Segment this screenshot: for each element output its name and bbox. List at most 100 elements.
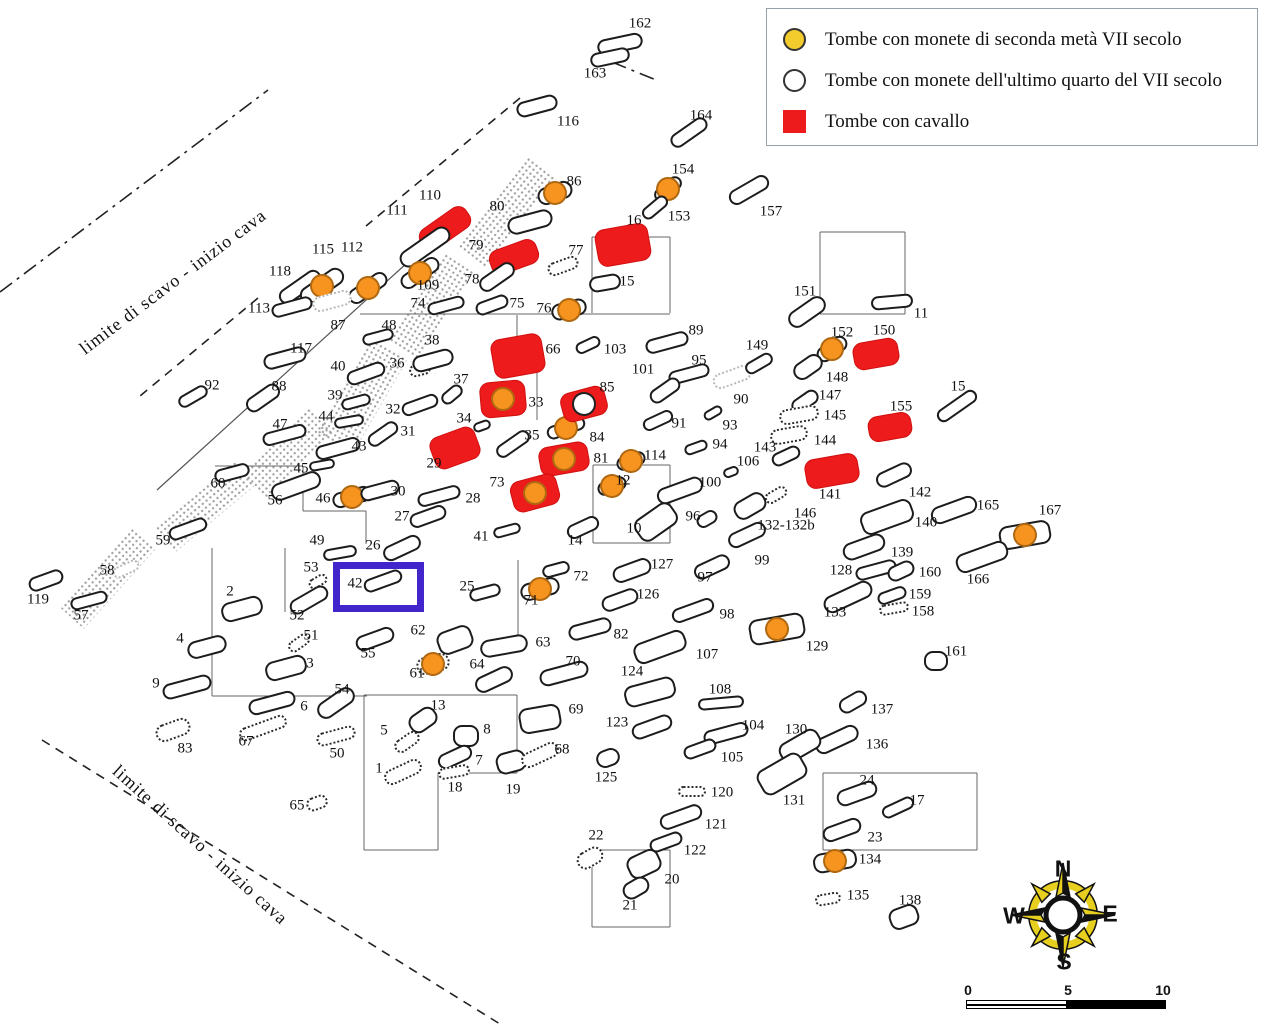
tomb-label: 109	[416, 277, 440, 294]
tomb-label: 7	[475, 752, 483, 769]
tomb-label: 107	[695, 646, 719, 663]
tomb-label: 8	[483, 721, 491, 738]
compass-south-label: S	[1056, 948, 1072, 975]
scale-tick-10: 10	[1155, 982, 1171, 998]
tomb-label: 40	[330, 358, 346, 375]
tomb-label: 116	[557, 113, 579, 130]
tomb-label: 96	[685, 508, 701, 525]
tomb-shape	[924, 651, 948, 671]
tomb-label: 56	[267, 492, 283, 509]
tomb-label: 147	[818, 387, 842, 404]
tomb-label: 100	[698, 474, 722, 491]
tomb-label: 3	[306, 655, 314, 672]
coin-dot-orange	[520, 478, 550, 508]
tomb-label: 122	[683, 842, 707, 859]
coin-dot-white	[569, 389, 599, 419]
tomb-label: 29	[426, 455, 442, 472]
tomb-label: 45	[293, 460, 309, 477]
tomb-label: 165	[976, 497, 1000, 514]
compass-east-label: E	[1102, 900, 1118, 927]
tomb-label: 103	[603, 341, 627, 358]
tomb-label: 101	[631, 361, 655, 378]
boundary-line	[139, 297, 259, 397]
tomb-label: 86	[566, 173, 582, 190]
tomb-label: 142	[908, 484, 932, 501]
legend-item: Tombe con monete di seconda metà VII sec…	[781, 19, 1257, 60]
tomb-label: 152	[830, 324, 854, 341]
tomb-label: 22	[588, 827, 604, 844]
tomb-label: 144	[813, 432, 837, 449]
tomb-label: 20	[664, 871, 680, 888]
tomb-label: 28	[465, 490, 481, 507]
tomb-label: 24	[859, 772, 875, 789]
tomb-label: 31	[400, 423, 416, 440]
tomb-label: 52	[289, 607, 305, 624]
coin-dot-orange	[550, 445, 578, 473]
tomb-label: 30	[390, 483, 406, 500]
tomb-label: 47	[272, 416, 288, 433]
tomb-label: 65	[289, 797, 305, 814]
tomb-label: 148	[825, 369, 849, 386]
tomb-label: 15	[619, 273, 635, 290]
tomb-label: 48	[381, 317, 397, 334]
coin-dot-orange	[489, 385, 517, 413]
tomb-label: 85	[599, 379, 615, 396]
tomb-label: 139	[890, 544, 914, 561]
tomb-label: 41	[473, 528, 489, 545]
tomb-label: 55	[360, 645, 376, 662]
tomb-label: 23	[867, 829, 883, 846]
tomb-label: 106	[736, 453, 760, 470]
tomb-label: 67	[238, 733, 254, 750]
tomb-label: 89	[688, 322, 704, 339]
tomb-shape	[678, 785, 706, 797]
boundary-line	[365, 97, 521, 227]
tomb-label: 11	[913, 305, 929, 322]
tomb-label: 70	[565, 653, 581, 670]
tomb-label: 68	[554, 741, 570, 758]
tomb-label: 26	[365, 537, 381, 554]
tomb-label: 51	[303, 627, 319, 644]
legend: Tombe con monete di seconda metà VII sec…	[766, 8, 1258, 146]
tomb-label: 98	[719, 606, 735, 623]
tomb-label: 111	[386, 202, 408, 219]
tomb-label: 2	[226, 583, 234, 600]
legend-item-label: Tombe con cavallo	[825, 110, 970, 132]
tomb-label: 138	[898, 892, 922, 909]
tomb-label: 27	[394, 508, 410, 525]
tomb-label: 117	[290, 340, 312, 357]
tomb-label: 93	[722, 417, 738, 434]
tomb-label: 12	[615, 472, 631, 489]
legend-item-label: Tombe con monete di seconda metà VII sec…	[825, 28, 1182, 50]
tomb-label: 74	[410, 295, 426, 312]
tomb-label: 32	[385, 401, 401, 418]
tomb-label: 131	[782, 792, 806, 809]
tomb-label: 112	[341, 239, 363, 256]
tomb-label: 58	[99, 562, 115, 579]
tomb-label: 123	[605, 714, 629, 731]
tomb-label: 81	[593, 450, 609, 467]
tomb-label: 10	[626, 520, 642, 537]
tomb-label: 75	[509, 295, 525, 312]
tomb-label: 124	[620, 663, 644, 680]
tomb-label: 62	[410, 622, 426, 639]
tomb-label: 130	[784, 721, 808, 738]
tomb-label: 141	[818, 486, 842, 503]
tomb-label: 155	[889, 398, 913, 415]
tomb-label: 136	[865, 736, 889, 753]
tomb-label: 134	[858, 851, 882, 868]
tomb-label: 13	[430, 697, 446, 714]
tomb-label: 110	[419, 187, 441, 204]
tomb-label: 135	[846, 887, 870, 904]
tomb-label: 149	[745, 337, 769, 354]
scale-bar: 0 5 10	[960, 982, 1172, 1016]
tomb-label: 95	[691, 352, 707, 369]
tomb-label: 159	[908, 586, 932, 603]
tomb-label: 118	[269, 263, 291, 280]
tomb-label: 17	[909, 792, 925, 809]
tomb-label: 113	[248, 300, 270, 317]
tomb-label: 83	[177, 740, 193, 757]
coin-dot-orange	[763, 615, 791, 643]
tomb-label: 162	[628, 15, 652, 32]
tomb-label: 71	[523, 592, 539, 609]
